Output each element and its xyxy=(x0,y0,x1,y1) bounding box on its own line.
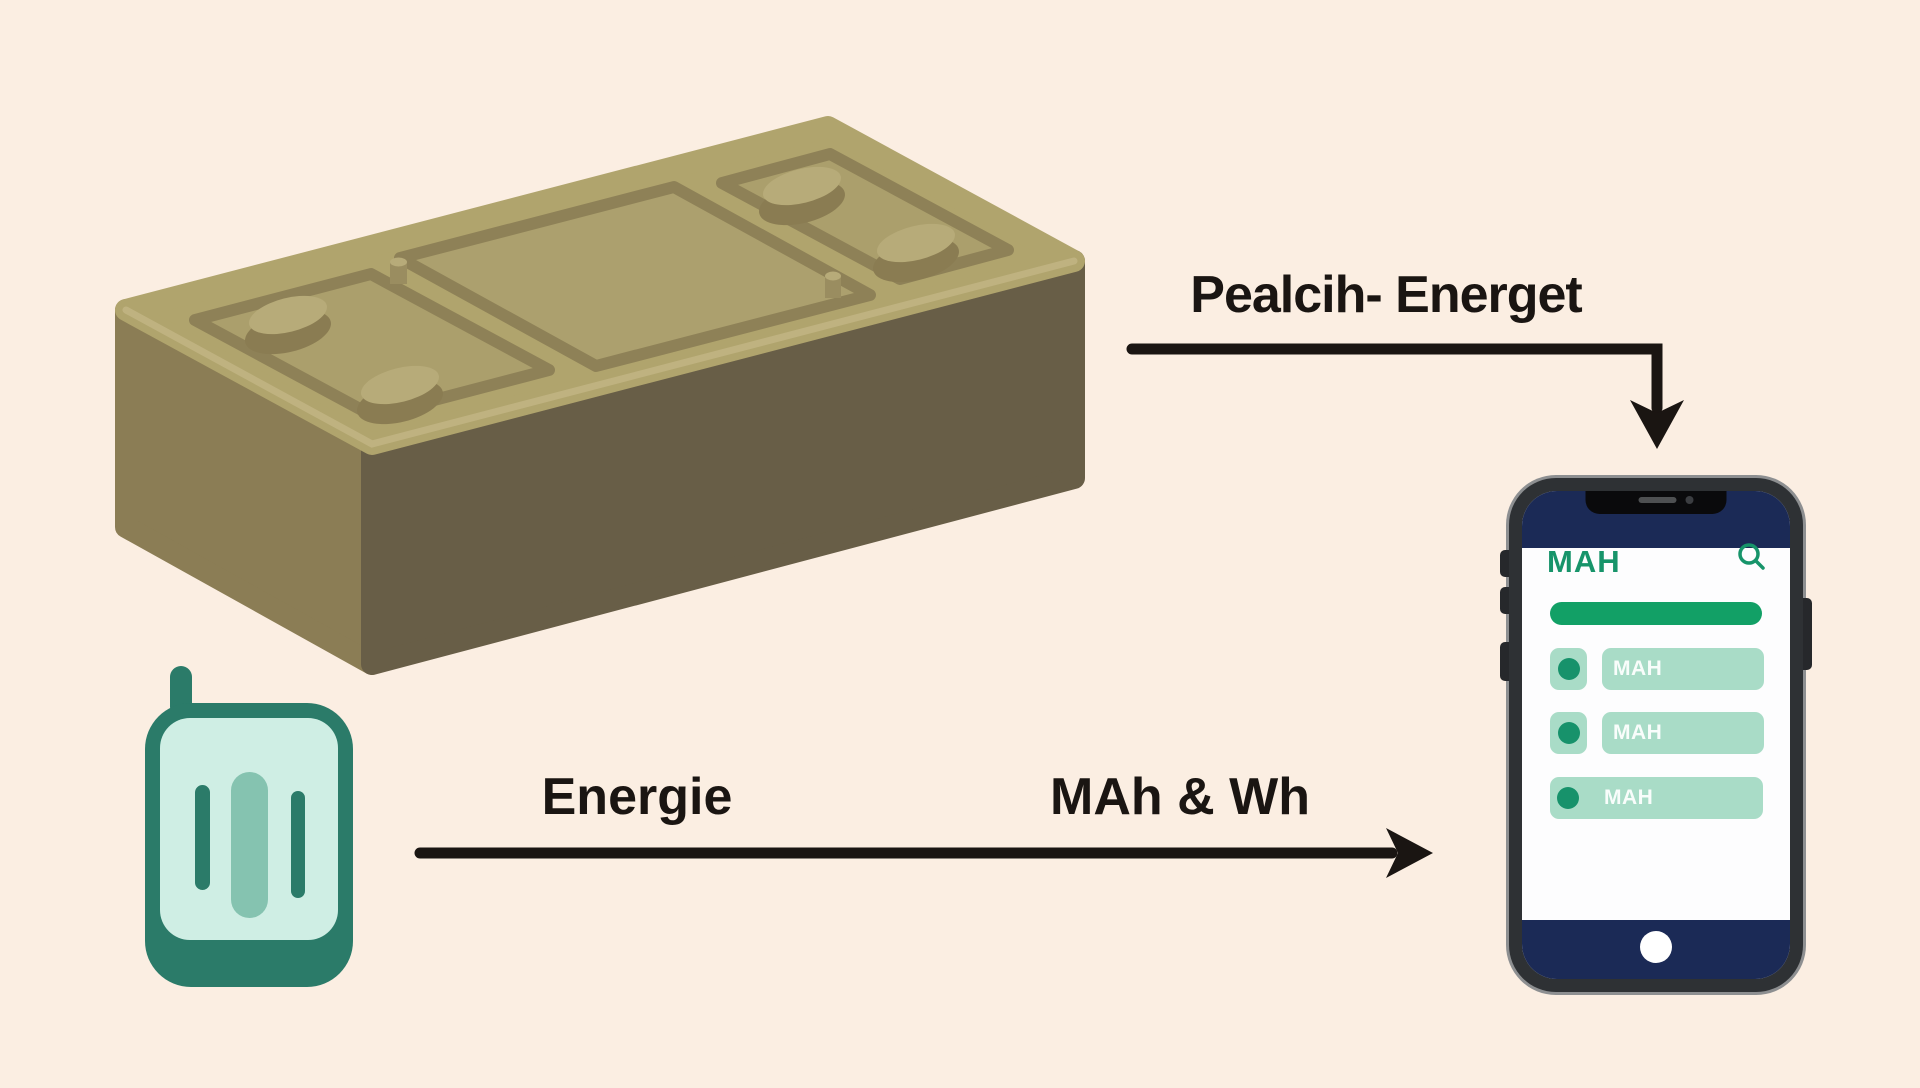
brick-terminal xyxy=(245,295,331,355)
arrowhead-down xyxy=(1630,400,1684,449)
brick-terminal xyxy=(357,365,443,425)
list-item-label: MAH xyxy=(1604,786,1654,809)
title-label: Pealcih- Energet xyxy=(1190,266,1582,324)
phone-volume-button xyxy=(1500,550,1509,577)
brick-center-panel xyxy=(394,181,876,372)
battery-level-bar-right xyxy=(291,791,305,898)
progress-bar xyxy=(1550,602,1762,625)
list-item-bar: MAH xyxy=(1602,648,1764,690)
brick-peg xyxy=(825,271,841,298)
phone-notch xyxy=(1585,491,1727,514)
list-item-bar: MAH xyxy=(1602,712,1764,754)
energie-label: Energie xyxy=(541,768,733,826)
list-item-label: MAH xyxy=(1613,721,1663,744)
phone-volume-button xyxy=(1500,587,1509,614)
brick-peg xyxy=(390,257,407,284)
phone-illustration: MAH MAH MAH xyxy=(1500,478,1812,992)
battery-level-bar-center xyxy=(231,772,268,918)
list-item-label: MAH xyxy=(1613,657,1663,680)
list-item-bullet-chip xyxy=(1550,648,1587,690)
phone-screen: MAH MAH MAH xyxy=(1522,491,1790,979)
battery-device-icon xyxy=(145,666,353,987)
bullet-dot xyxy=(1557,658,1580,680)
list-item-bar: MAH xyxy=(1550,777,1763,819)
mah-wh-label: MAh & Wh xyxy=(1050,768,1310,826)
list-item-bullet-chip xyxy=(1550,712,1587,754)
phone-app-title: MAH xyxy=(1547,544,1621,579)
arrow-title-to-phone xyxy=(1126,343,1684,449)
battery-level-bar-left xyxy=(195,785,210,890)
speaker-slot xyxy=(1638,497,1677,503)
brick-terminal xyxy=(873,223,959,283)
phone-side-button xyxy=(1500,642,1509,681)
camera-dot xyxy=(1685,496,1694,504)
brick-edge-highlight xyxy=(122,257,1078,448)
phone-bottom-bar xyxy=(1522,920,1790,979)
bullet-dot xyxy=(1557,787,1579,809)
arrowhead-right xyxy=(1386,828,1433,878)
car-battery-illustration xyxy=(115,116,1085,675)
brick-terminal xyxy=(759,166,845,226)
arrow-battery-to-phone xyxy=(414,828,1433,878)
search-icon xyxy=(1738,543,1765,570)
phone-power-button xyxy=(1803,598,1812,670)
home-indicator xyxy=(1640,931,1672,963)
bullet-dot xyxy=(1557,722,1580,744)
